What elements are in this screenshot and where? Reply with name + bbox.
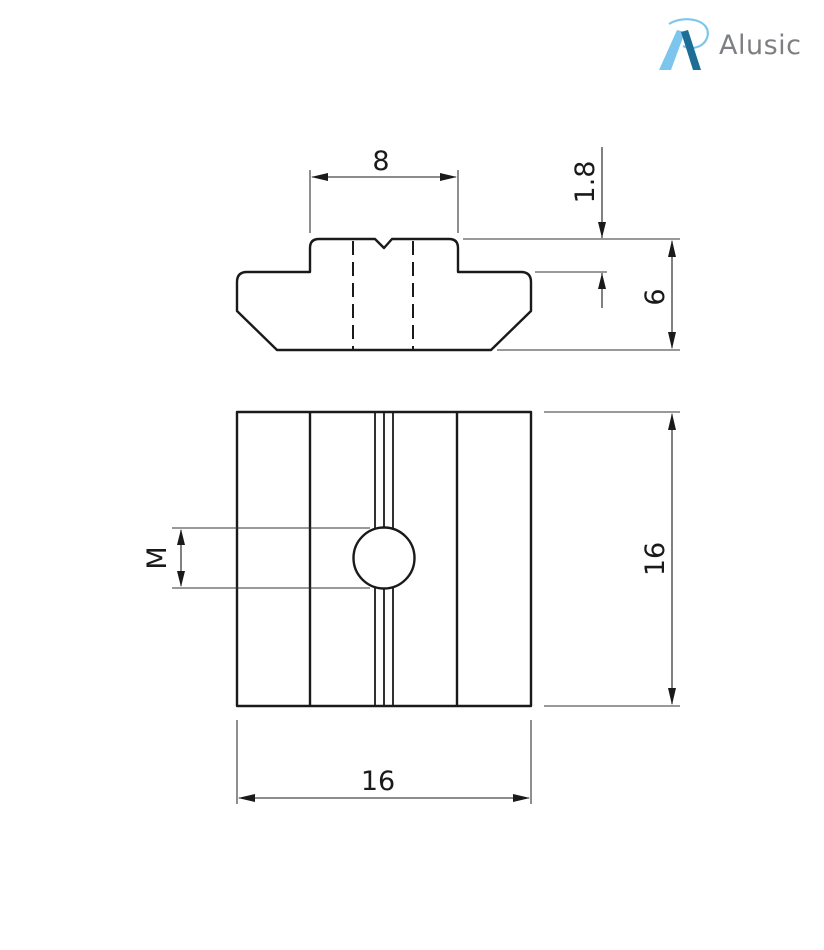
dim-label-width: 16 [361,766,395,797]
dimension-width: 16 [236,720,532,804]
dim-label-flange-height: 1.8 [570,161,601,204]
thread-hole [352,526,416,590]
dimension-thread: M [142,527,370,589]
brand-name: Alusic [719,30,802,61]
dimension-height: 16 [544,411,680,707]
dimension-total-height: 6 [640,240,676,349]
side-view: 8 1.8 6 [235,146,680,352]
dim-label-thread: M [142,546,173,569]
side-view-outline [235,237,533,352]
dimension-top-width: 8 [309,146,459,233]
alusic-logo: Alusic [655,16,815,74]
dimension-flange-height: 1.8 [570,147,606,308]
logo-mark-icon [659,18,709,70]
dim-label-top-width: 8 [372,146,389,177]
front-view: M 16 16 [142,410,680,804]
dim-label-height: 16 [640,542,671,576]
dim-label-total-height: 6 [640,288,671,305]
